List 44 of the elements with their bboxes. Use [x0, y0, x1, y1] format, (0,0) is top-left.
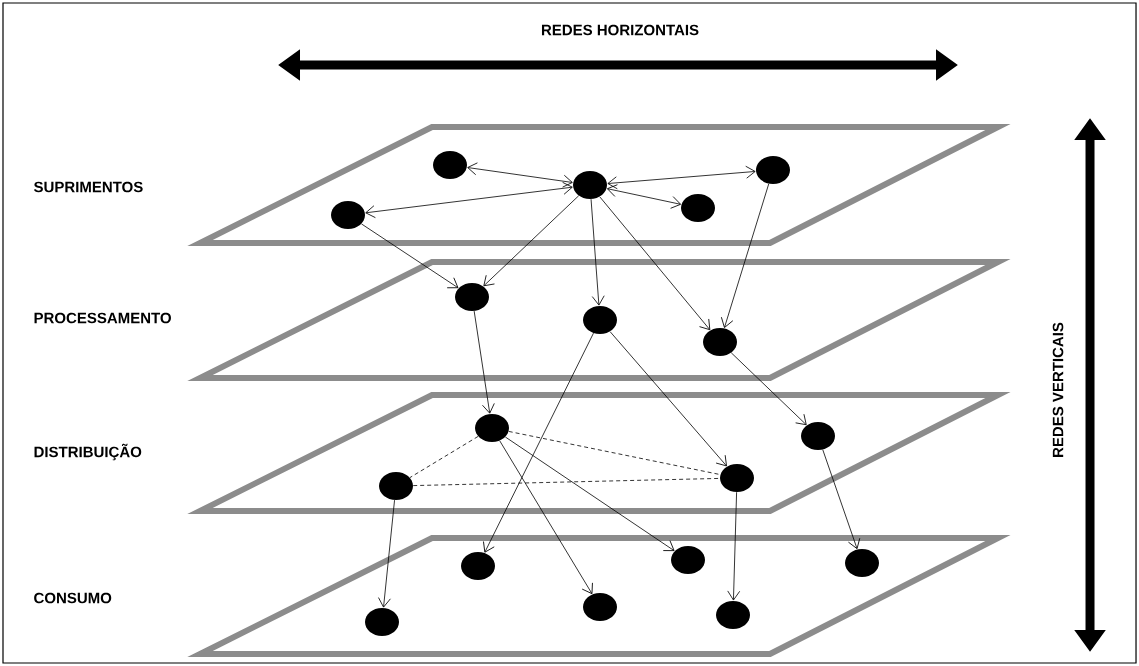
connector-line	[508, 431, 721, 475]
network-dot	[573, 171, 607, 199]
arrow	[473, 310, 495, 414]
network-dot	[681, 194, 715, 222]
network-dot	[331, 201, 365, 229]
network-dot	[583, 306, 617, 334]
network-dot	[475, 414, 509, 442]
network-dot	[455, 283, 489, 311]
arrow	[590, 198, 605, 306]
network-dot	[461, 552, 495, 580]
layer-label: DISTRIBUIÇÃO	[34, 443, 142, 461]
axis-label: REDES HORIZONTAIS	[542, 24, 699, 36]
arrow	[467, 162, 573, 188]
network-dot	[671, 546, 705, 574]
axis-label: REDES VERTICAIS	[1052, 322, 1064, 457]
arrow	[607, 165, 756, 190]
network-dot	[720, 464, 754, 492]
arrow	[504, 436, 675, 552]
network-dot	[365, 608, 399, 636]
arrow	[606, 184, 682, 209]
arrow	[483, 195, 580, 287]
layer-label: PROCESSAMENTO	[34, 312, 171, 324]
network-dot	[379, 472, 413, 500]
layer-label: SUPRIMENTOS	[33, 181, 143, 193]
network-dot	[801, 422, 835, 450]
network-dot	[703, 328, 737, 356]
network-dot	[845, 549, 879, 577]
arrow	[378, 499, 395, 608]
arrow	[727, 491, 741, 601]
arrow	[730, 352, 807, 426]
connector-line	[409, 436, 479, 478]
layer-label: CONSUMO	[34, 592, 112, 604]
arrow	[599, 196, 711, 331]
arrow	[721, 183, 770, 328]
network-dot	[433, 151, 467, 179]
arrow	[365, 181, 573, 219]
arrow	[609, 331, 727, 467]
network-dot	[716, 601, 750, 629]
arrow	[822, 449, 861, 550]
arrow	[361, 223, 459, 289]
network-dot	[756, 156, 790, 184]
arrow	[483, 332, 594, 553]
arrow	[499, 440, 593, 595]
network-dot	[583, 593, 617, 621]
